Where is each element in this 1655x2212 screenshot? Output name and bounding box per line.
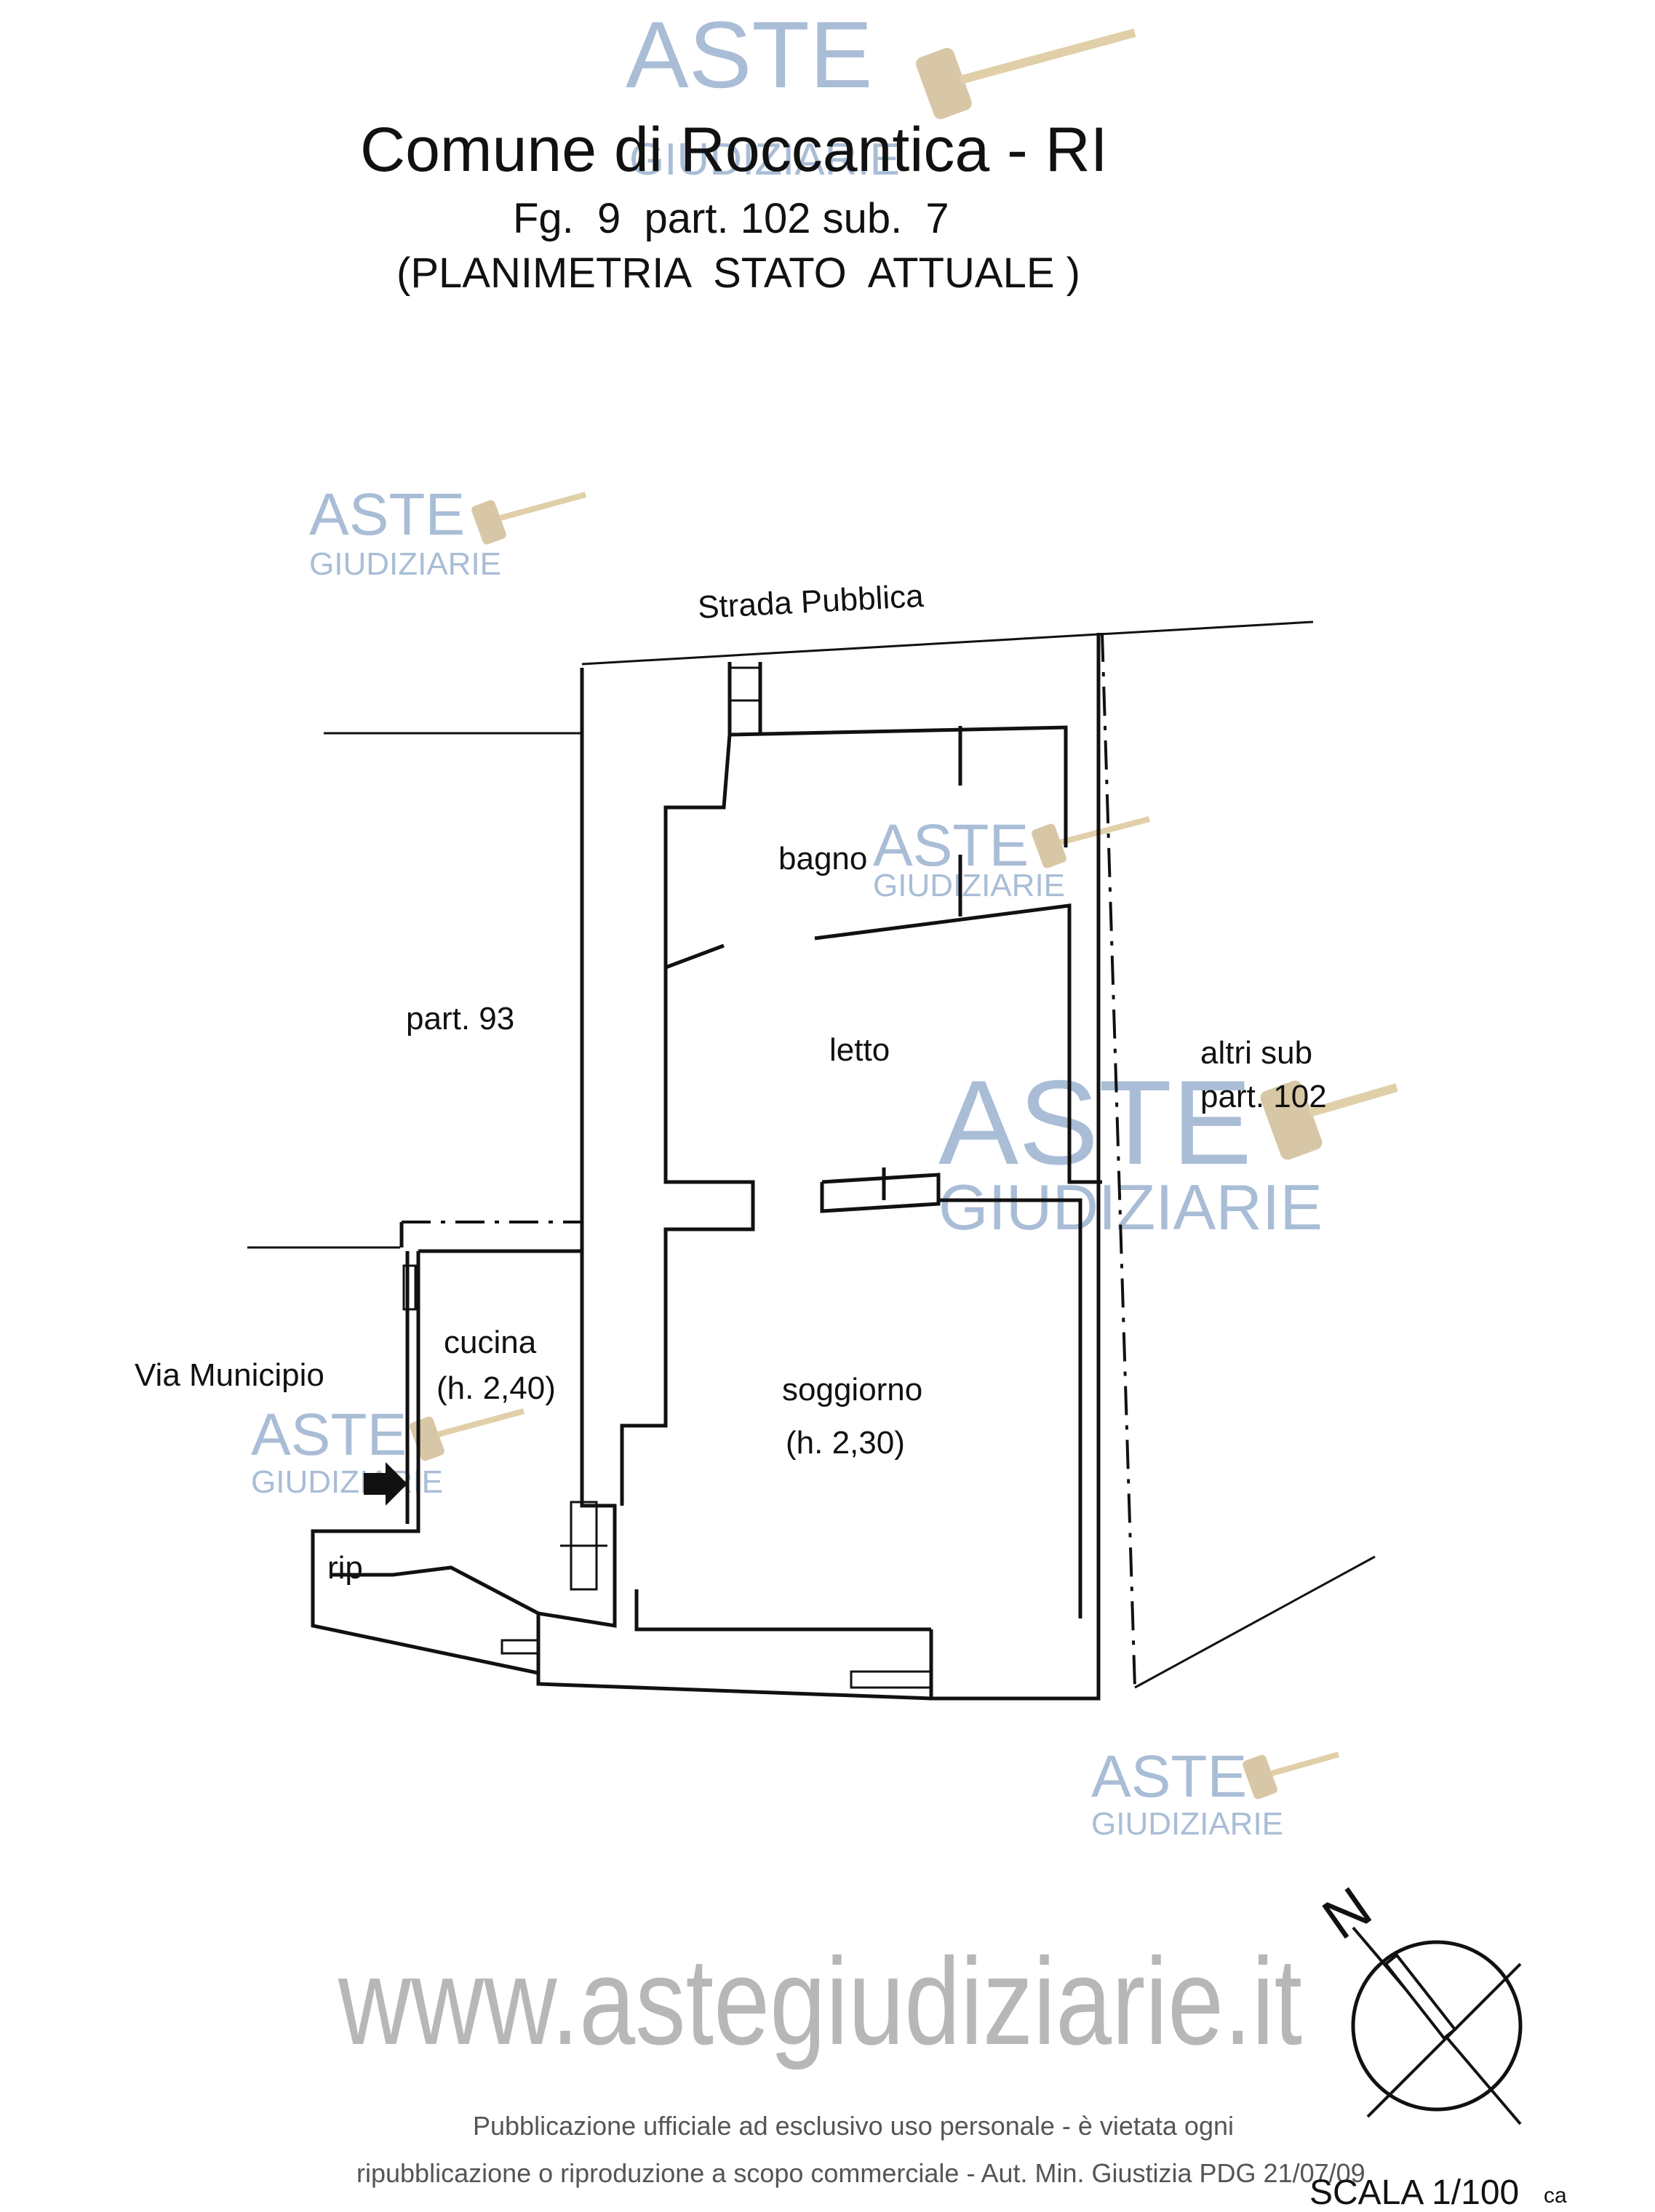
svg-text:ASTE: ASTE [626,1,873,108]
svg-text:GIUDIZIARIE: GIUDIZIARIE [873,868,1065,903]
neighbor-label-left: part. 93 [406,1001,514,1037]
street-label-left: Via Municipio [135,1357,324,1393]
street-label-top: Strada Pubblica [697,578,925,626]
north-arrow-icon: N [1311,1874,1523,2125]
page-title: Comune di Roccantica - RI [360,115,1108,185]
building-walls [311,633,1102,1701]
gavel-icon [410,1408,525,1461]
room-height-soggiorno: (h. 2,30) [786,1425,905,1461]
watermark-url: www.astegiudiziarie.it [338,1933,1302,2071]
watermark-logo-mid-left: ASTE GIUDIZIARIE [309,482,587,582]
watermark-logo-top: ASTE GIUDIZIARIE [626,1,1136,185]
svg-text:GIUDIZIARIE: GIUDIZIARIE [938,1171,1323,1243]
entrance-arrow-icon [364,1462,407,1506]
svg-text:ASTE: ASTE [873,812,1029,879]
svg-text:ASTE: ASTE [251,1402,407,1468]
footer-notice-line-2: ripubblicazione o riproduzione a scopo c… [356,2158,1365,2188]
room-height-cucina: (h. 2,40) [436,1370,556,1406]
cadastral-reference: Fg. 9 part. 102 sub. 7 [513,195,949,242]
svg-text:GIUDIZIARIE: GIUDIZIARIE [629,135,900,185]
room-label-bagno: bagno [778,841,867,877]
footer-notice-line-1: Pubblicazione ufficiale ad esclusivo uso… [473,2111,1234,2141]
north-label: N [1311,1874,1382,1952]
scale-suffix: ca [1544,2184,1567,2208]
svg-text:ASTE: ASTE [309,482,465,548]
svg-text:ASTE: ASTE [938,1055,1252,1189]
svg-text:GIUDIZIARIE: GIUDIZIARIE [309,546,501,582]
neighbor-label-right-1: altri sub [1200,1035,1312,1071]
room-label-cucina: cucina [444,1325,537,1360]
gavel-icon [1243,1752,1340,1800]
gavel-icon [471,492,587,545]
watermark-logo-via-municipio: ASTE GIUDIZIARIE [251,1402,525,1500]
watermark-logo-bottom-right: ASTE GIUDIZIARIE [1091,1744,1340,1842]
gavel-icon [1260,1080,1398,1160]
scale-label: SCALA 1/100 [1309,2173,1519,2212]
room-label-letto: letto [829,1032,890,1068]
room-label-soggiorno: soggiorno [782,1372,922,1408]
room-label-rip: rip [327,1550,363,1586]
gavel-icon [1032,816,1151,869]
neighbor-label-right-2: part. 102 [1200,1079,1327,1114]
plan-caption: (PLANIMETRIA STATO ATTUALE ) [396,249,1080,297]
svg-text:ASTE: ASTE [1091,1744,1247,1810]
gavel-icon [916,28,1136,119]
svg-text:GIUDIZIARIE: GIUDIZIARIE [251,1464,443,1500]
watermark-logo-center: ASTE GIUDIZIARIE [938,1055,1398,1243]
svg-text:GIUDIZIARIE: GIUDIZIARIE [1091,1806,1283,1842]
watermark-logo-bagno: ASTE GIUDIZIARIE [873,812,1151,903]
